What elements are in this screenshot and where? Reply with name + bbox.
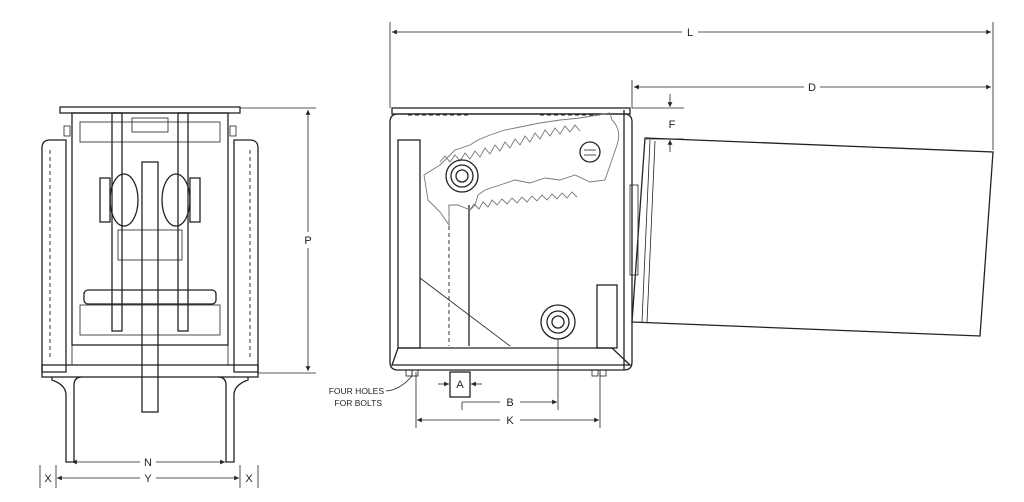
dim-label-k: K [506,415,514,427]
dimension-l: L [389,22,994,150]
drum [631,137,994,337]
dim-label-y: Y [144,473,152,485]
dimension-a: A [438,371,482,398]
dim-label-d: D [808,82,816,94]
dimension-p: P [240,107,316,374]
dim-label-x-right: X [245,473,253,485]
dim-label-n: N [144,457,152,469]
dim-label-l: L [687,27,693,39]
dim-label-b: B [506,397,513,409]
dim-label-a: A [456,379,464,391]
note-line-1: FOUR HOLES [329,386,385,396]
end-view [41,106,259,463]
dimension-b: B [461,339,559,410]
dimension-n: N [72,457,225,469]
dimension-d: D [631,80,991,108]
side-view [389,107,639,371]
dimension-k: K [415,372,601,428]
dimension-f: F [632,94,684,152]
note-line-2: FOR BOLTS [334,398,382,408]
dimension-y-x: X Y X [39,465,259,488]
dim-label-p: P [304,235,311,247]
dim-label-f: F [669,119,676,131]
dim-label-x-left: X [44,473,52,485]
bolt-holes-note: FOUR HOLES FOR BOLTS [329,369,607,408]
